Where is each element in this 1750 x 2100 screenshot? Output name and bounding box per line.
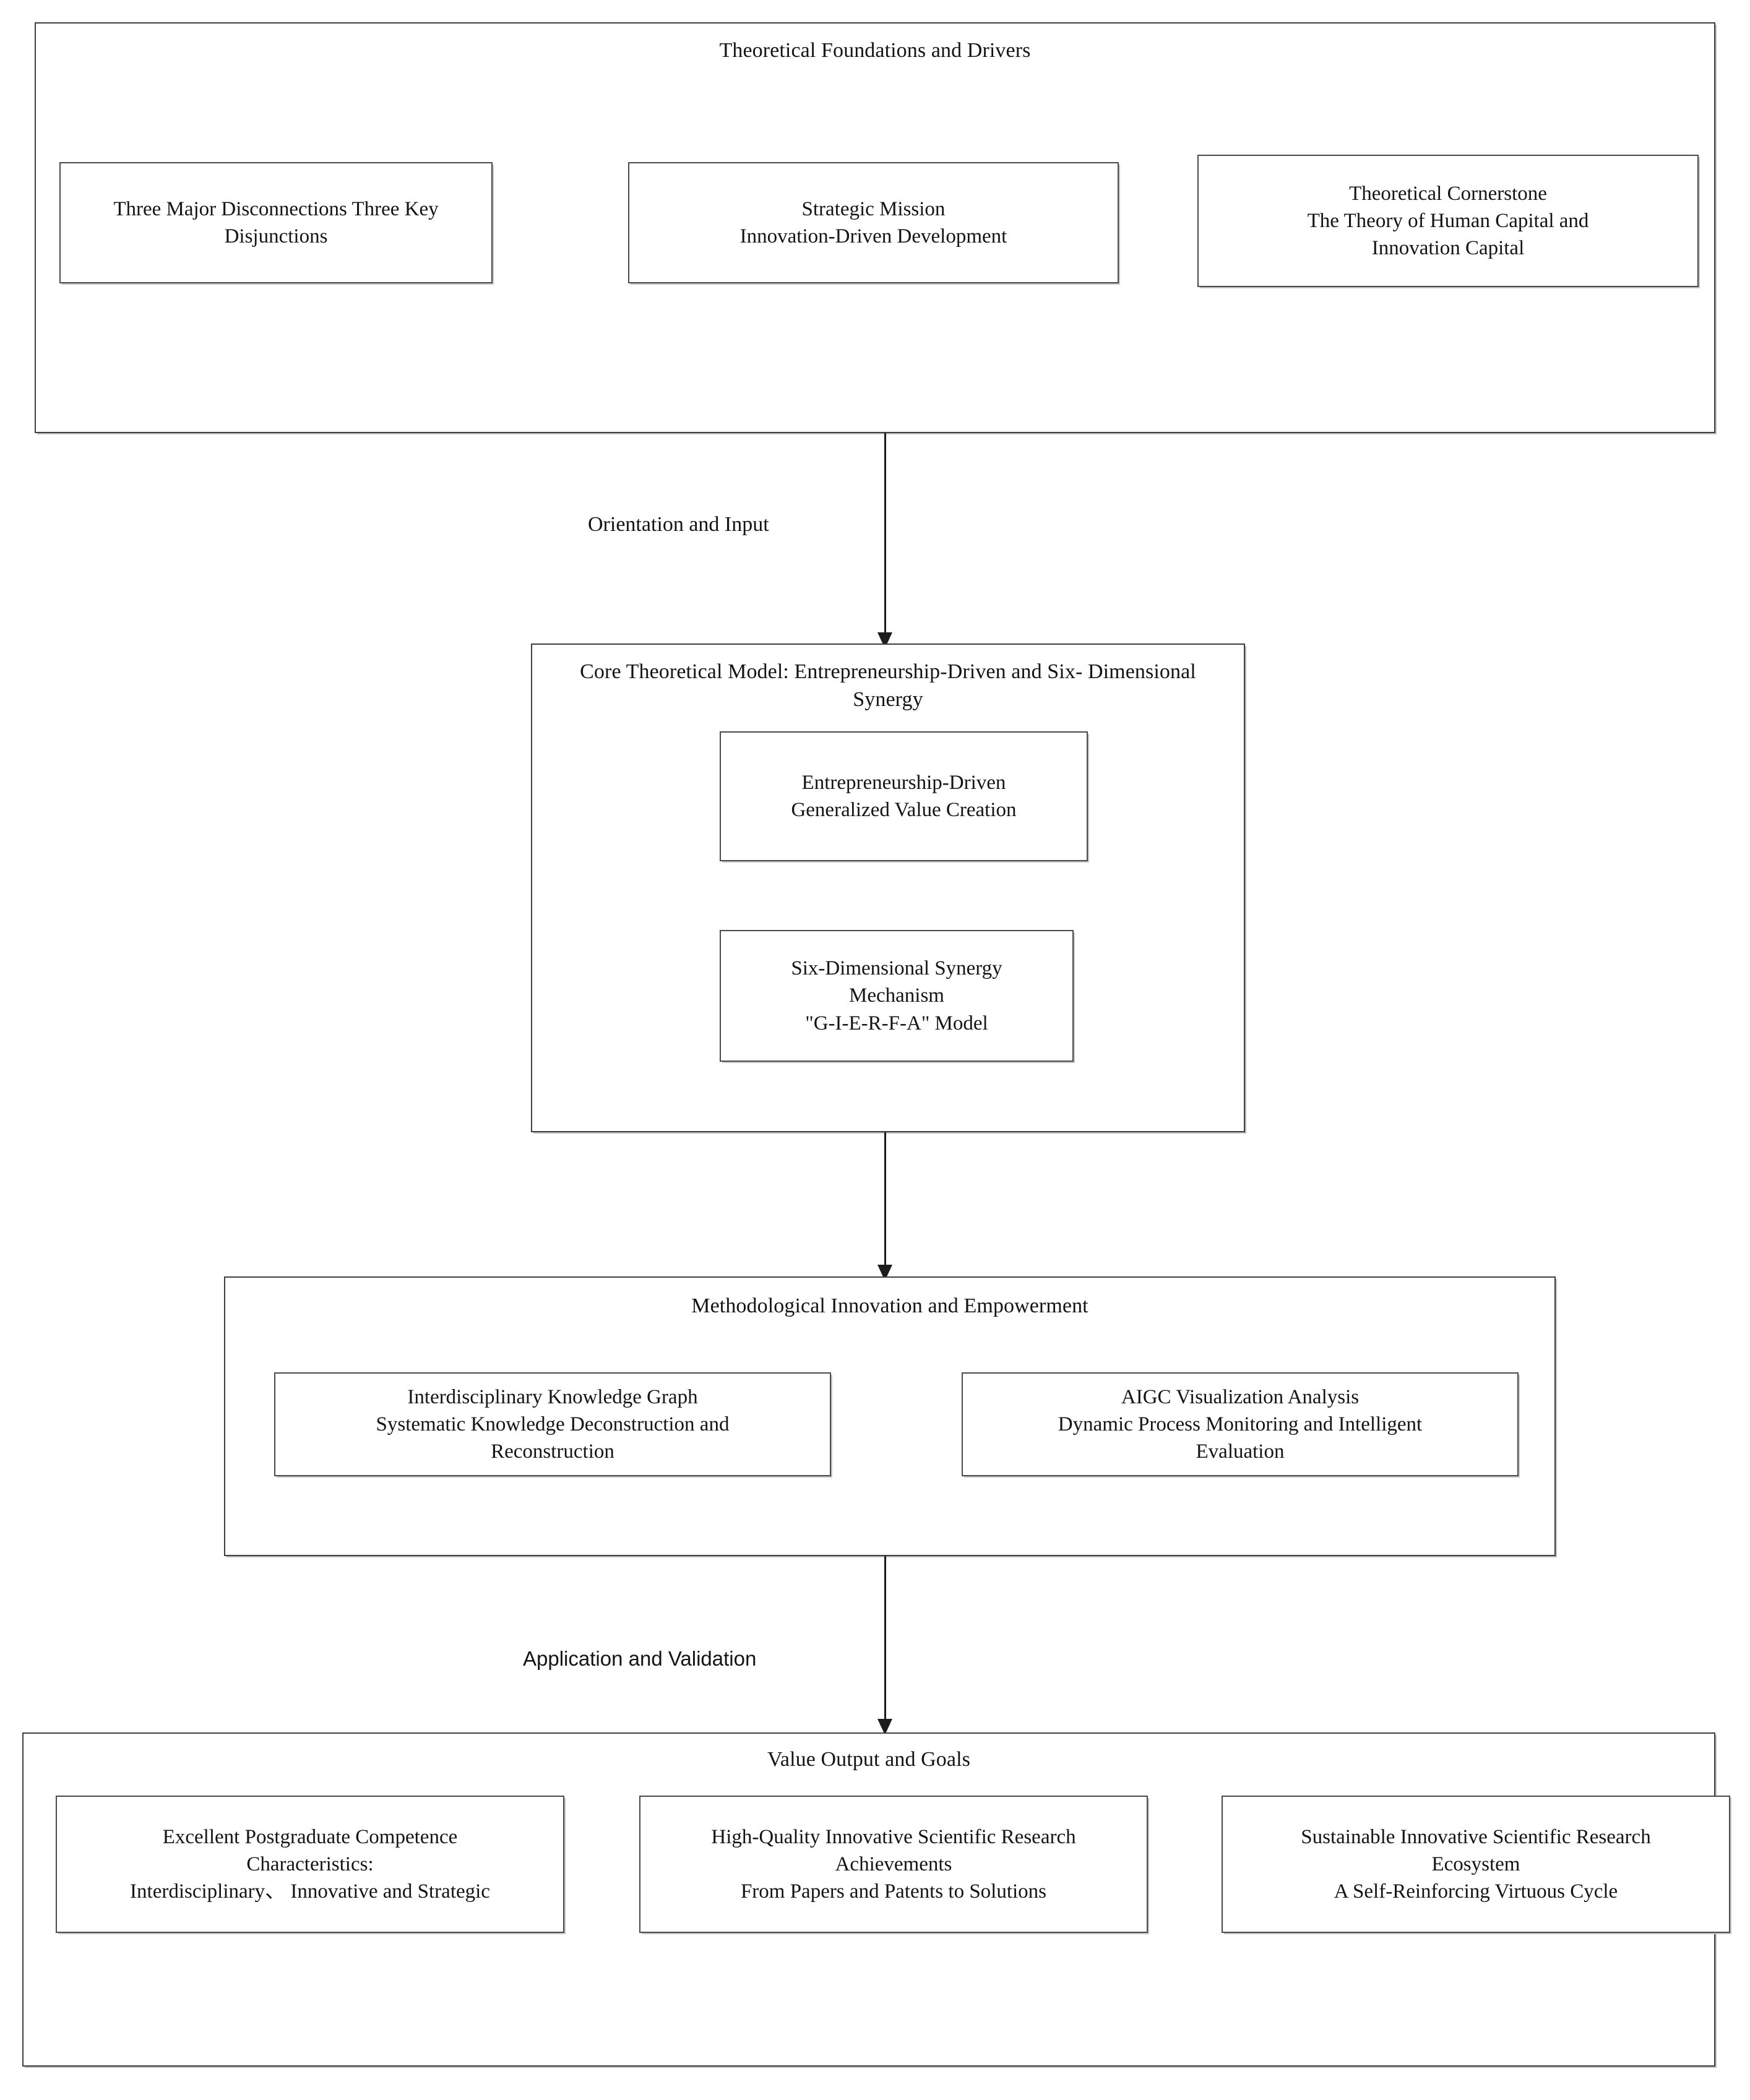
node-label: Interdisciplinary Knowledge Graph System… <box>376 1385 730 1463</box>
stage-title-theoretical-foundations: Theoretical Foundations and Drivers <box>719 39 1031 62</box>
node-label: Strategic Mission Innovation-Driven Deve… <box>739 197 1007 247</box>
stage-title-core-theoretical-model: Core Theoretical Model: Entrepreneurship… <box>580 660 1196 711</box>
node-label: Entrepreneurship-Driven Generalized Valu… <box>791 771 1017 821</box>
node-label: Six-Dimensional Synergy Mechanism "G-I-E… <box>791 957 1002 1035</box>
node-label: Three Major Disconnections Three Key Dis… <box>113 197 439 247</box>
node-label: High-Quality Innovative Scientific Resea… <box>711 1825 1076 1903</box>
node-interdisciplinary-knowledge-graph: Interdisciplinary Knowledge Graph System… <box>274 1372 831 1476</box>
node-label: Excellent Postgraduate Competence Charac… <box>130 1825 490 1903</box>
arrowhead-methodology-to-value <box>877 1719 892 1735</box>
edge-label-orientation-and-input: Orientation and Input <box>588 513 769 536</box>
node-strategic-mission: Strategic Mission Innovation-Driven Deve… <box>628 162 1119 283</box>
connector-methodology-to-value <box>884 1556 886 1723</box>
edge-label-application-and-validation: Application and Validation <box>523 1647 757 1670</box>
node-postgraduate-competence: Excellent Postgraduate Competence Charac… <box>56 1796 564 1933</box>
node-three-major-disconnections: Three Major Disconnections Three Key Dis… <box>59 162 493 283</box>
node-label: Theoretical Cornerstone The Theory of Hu… <box>1307 182 1589 260</box>
connector-foundations-to-core <box>884 433 886 637</box>
node-research-achievements: High-Quality Innovative Scientific Resea… <box>639 1796 1148 1933</box>
node-label: AIGC Visualization Analysis Dynamic Proc… <box>1058 1385 1423 1463</box>
connector-core-to-methodology <box>884 1132 886 1270</box>
node-aigc-visualization-analysis: AIGC Visualization Analysis Dynamic Proc… <box>962 1372 1519 1476</box>
node-research-ecosystem: Sustainable Innovative Scientific Resear… <box>1222 1796 1730 1933</box>
stage-title-value-output-and-goals: Value Output and Goals <box>767 1748 970 1771</box>
node-entrepreneurship-driven: Entrepreneurship-Driven Generalized Valu… <box>720 731 1088 861</box>
node-label: Sustainable Innovative Scientific Resear… <box>1301 1825 1651 1903</box>
stage-title-methodological-innovation: Methodological Innovation and Empowermen… <box>691 1294 1088 1317</box>
node-theoretical-cornerstone: Theoretical Cornerstone The Theory of Hu… <box>1197 155 1699 287</box>
node-six-dimensional-synergy: Six-Dimensional Synergy Mechanism "G-I-E… <box>720 930 1074 1062</box>
